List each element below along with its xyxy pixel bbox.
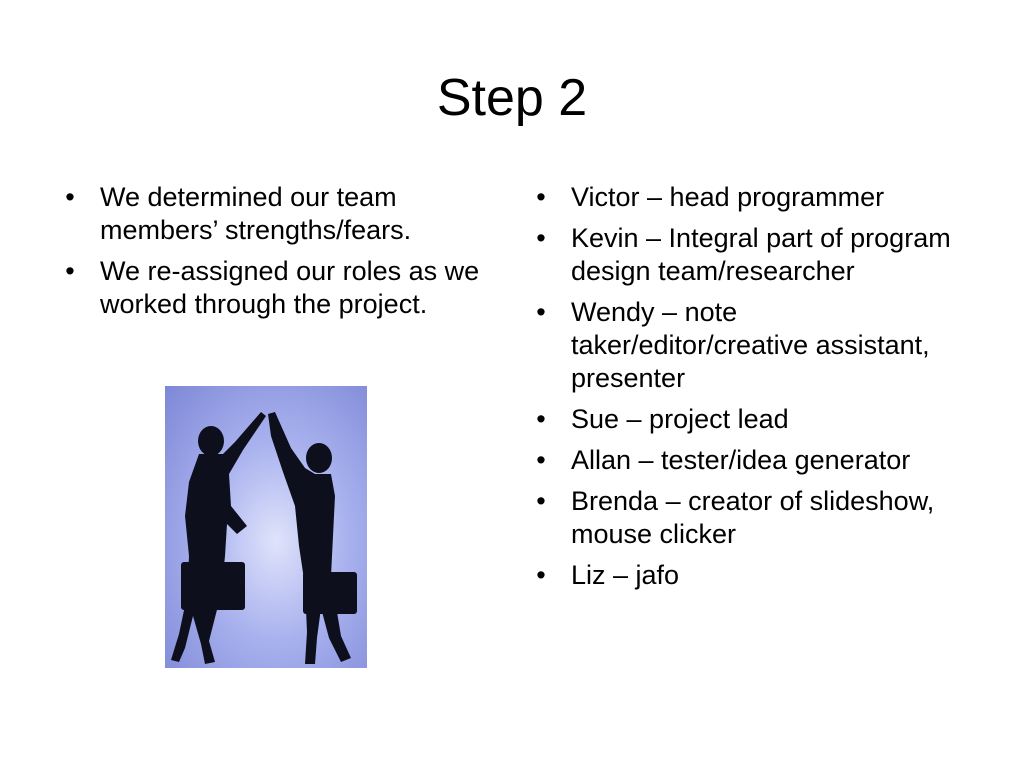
slide-title: Step 2	[436, 69, 588, 127]
bullet-icon: •	[536, 182, 546, 212]
bullet-icon: •	[536, 445, 546, 475]
high-five-silhouette-photo	[165, 386, 367, 668]
bullet-text: Allan – tester/idea generator	[571, 445, 911, 475]
right-bullet-list: • Victor – head programmer • Kevin – Int…	[529, 181, 969, 600]
left-bullet-list: • We determined our team members’ streng…	[58, 181, 498, 329]
bullet-icon: •	[536, 486, 546, 516]
bullet-icon: •	[536, 404, 546, 434]
list-item: • Wendy – note taker/editor/creative ass…	[529, 296, 969, 395]
bullet-icon: •	[536, 223, 546, 253]
list-item: • Kevin – Integral part of program desig…	[529, 222, 969, 288]
list-item: • Allan – tester/idea generator	[529, 444, 969, 477]
bullet-text: Wendy – note taker/editor/creative assis…	[571, 297, 930, 393]
bullet-icon: •	[65, 182, 75, 212]
bullet-text: Sue – project lead	[571, 404, 789, 434]
list-item: • Brenda – creator of slideshow, mouse c…	[529, 485, 969, 551]
bullet-text: Liz – jafo	[571, 560, 680, 590]
bullet-text: We re-assigned our roles as we worked th…	[100, 256, 480, 319]
list-item: • Sue – project lead	[529, 403, 969, 436]
bullet-text: Brenda – creator of slideshow, mouse cli…	[571, 486, 935, 549]
list-item: • We determined our team members’ streng…	[58, 181, 498, 247]
silhouette-icon	[171, 412, 357, 664]
bullet-icon: •	[536, 560, 546, 590]
list-item: • Victor – head programmer	[529, 181, 969, 214]
bullet-text: Kevin – Integral part of program design …	[571, 223, 951, 286]
list-item: • We re-assigned our roles as we worked …	[58, 255, 498, 321]
bullet-icon: •	[536, 297, 546, 327]
bullet-text: We determined our team members’ strength…	[100, 182, 412, 245]
bullet-text: Victor – head programmer	[571, 182, 885, 212]
bullet-icon: •	[65, 256, 75, 286]
list-item: • Liz – jafo	[529, 559, 969, 592]
